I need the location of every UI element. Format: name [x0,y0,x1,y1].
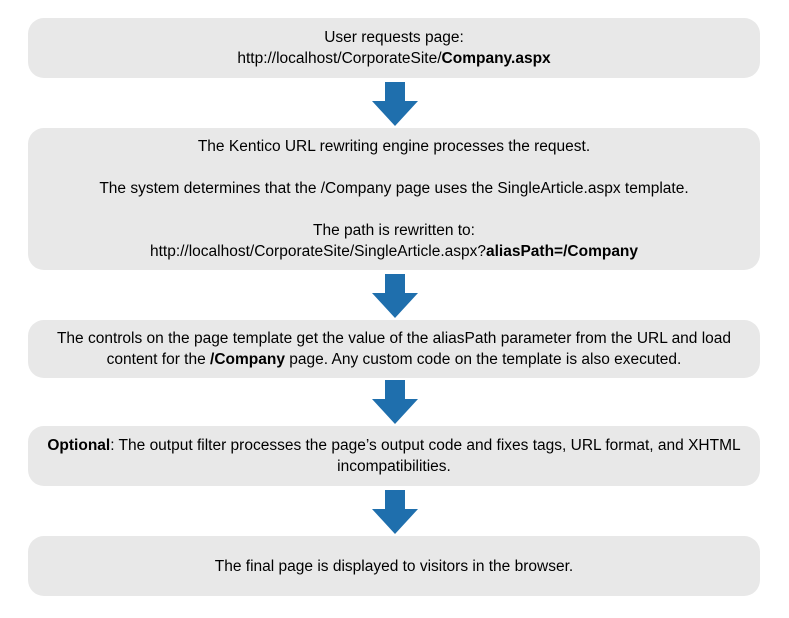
step-2-line-4: http://localhost/CorporateSite/SingleArt… [150,241,638,262]
step-2-line-3: The path is rewritten to: [313,222,475,239]
step-4-line-1: Optional: The output filter processes th… [47,435,740,456]
arrow-shape [372,380,418,424]
rewritten-url-prefix: http://localhost/CorporateSite/SingleArt… [149,243,486,260]
step-3-box: The controls on the page template get th… [28,320,760,378]
step-3-line-2: content for the /Company page. Any custo… [107,349,682,370]
down-arrow-icon [372,490,418,534]
alias-path-param: aliasPath=/Company [485,243,639,260]
arrow-shape [372,274,418,318]
step-4-line-2: incompatibilities. [337,458,451,475]
step-5-box: The final page is displayed to visitors … [28,536,760,596]
step-2-line-2: The system determines that the /Company … [99,180,689,197]
down-arrow-icon [372,82,418,126]
step-1-line-1: User requests page: [324,29,464,46]
arrow-shape [372,82,418,126]
down-arrow-icon [372,380,418,424]
arrow-shape [372,490,418,534]
url-prefix: http://localhost/CorporateSite/ [237,50,442,67]
optional-label: Optional [47,437,111,454]
step-4-box: Optional: The output filter processes th… [28,426,760,486]
url-page-name: Company.aspx [441,50,551,67]
step-4-rest: : The output filter processes the page’s… [110,437,741,454]
step-2-line-1: The Kentico URL rewriting engine process… [197,138,591,155]
step-3-line-1: The controls on the page template get th… [56,330,732,347]
step-3-prefix: content for the [106,351,211,368]
step-1-line-2: http://localhost/CorporateSite/Company.a… [237,48,550,69]
step-5-line-1: The final page is displayed to visitors … [214,557,574,575]
step-3-suffix: page. Any custom code on the template is… [284,351,682,368]
step-1-box: User requests page: http://localhost/Cor… [28,18,760,78]
step-2-box: The Kentico URL rewriting engine process… [28,128,760,270]
company-page-name: /Company [210,351,285,368]
down-arrow-icon [372,274,418,318]
